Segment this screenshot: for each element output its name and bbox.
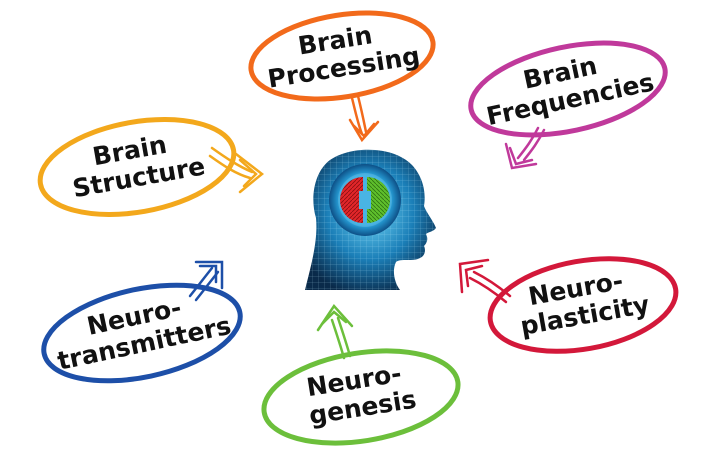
svg-text:Neuro- transmitters: Neuro- transmitters (49, 283, 234, 375)
neurogenesis-arrow-icon (316, 303, 354, 360)
right-hemisphere-icon (367, 177, 390, 223)
svg-text:Neuro- genesis: Neuro- genesis (303, 357, 419, 430)
brain-frequencies-ellipse (468, 40, 668, 138)
node-neurotransmitters: Neuro- transmitters (41, 260, 243, 384)
neurotransmitters-arrow-icon (188, 260, 224, 302)
human-head-brain-icon (305, 149, 436, 290)
brain-frequencies-arrow-icon (504, 126, 546, 170)
node-brain-structure: Brain Structure (37, 117, 265, 217)
neurogenesis-ellipse (261, 348, 461, 446)
node-brain-frequencies: Brain Frequencies (468, 40, 668, 170)
neuroplasticity-ellipse (487, 256, 679, 354)
node-neurogenesis: Neuro- genesis (261, 303, 461, 446)
brain-processing-arrow-icon (348, 94, 380, 143)
node-neuroplasticity: Neuro- plasticity (458, 256, 679, 354)
brain-structure-arrow-icon (208, 146, 265, 194)
node-brain-processing: Brain Processing (248, 10, 436, 143)
neurotransmitters-ellipse (41, 282, 243, 384)
brain-structure-ellipse (37, 117, 237, 217)
svg-text:Brain Frequencies: Brain Frequencies (478, 40, 657, 131)
neuroplasticity-arrow-icon (458, 258, 512, 304)
brain-processing-ellipse (248, 10, 436, 102)
left-hemisphere-icon (340, 177, 363, 223)
